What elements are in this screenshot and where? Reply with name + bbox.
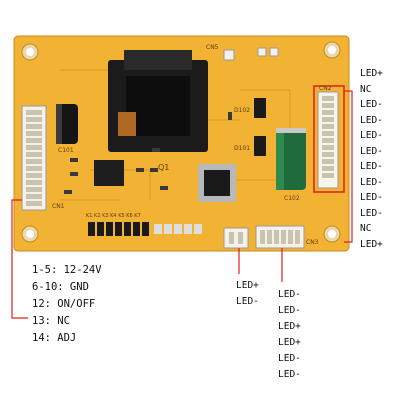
jumper-block-k1-k7 xyxy=(86,218,202,240)
mounting-holes xyxy=(21,41,341,243)
pin-label: LED+ xyxy=(278,337,301,348)
pin-label: LED- xyxy=(360,130,383,141)
pinout-line: 14: ADJ xyxy=(32,332,77,344)
label-c102: C102 xyxy=(284,195,300,202)
diode-d102 xyxy=(254,98,266,118)
label-d102: D102 xyxy=(234,107,250,114)
pin-label: LED- xyxy=(360,207,383,219)
input-connector-cn1 xyxy=(21,105,47,211)
pin-label: LED+ xyxy=(278,321,301,332)
capacitor-c102 xyxy=(276,128,306,190)
led-connector-cn2 xyxy=(317,91,339,189)
connector-2pin xyxy=(223,227,249,249)
transformer xyxy=(108,50,208,152)
pinout-line: 1-5: 12-24V xyxy=(32,264,102,276)
pin-label: LED- xyxy=(278,289,301,300)
controller-ic xyxy=(94,160,124,186)
two-pin-labels: LED+ LED- xyxy=(236,278,276,310)
label-cn3: CN3 xyxy=(306,239,319,246)
label-c101: C101 xyxy=(58,147,74,154)
label-cn1: CN1 xyxy=(52,203,65,210)
pin-label: LED+ xyxy=(236,280,259,291)
label-jumpers: K1 K2 K3 K4 K5 K6 K7 xyxy=(86,213,141,219)
pin-label: NC xyxy=(360,83,372,95)
pin-label: LED- xyxy=(360,114,383,126)
smd-components xyxy=(64,112,232,194)
pin-label: LED- xyxy=(360,161,383,172)
connector-cn3 xyxy=(255,225,305,249)
pin-label: LED- xyxy=(360,99,383,110)
input-pinout-legend: 1-5: 12-24V 6-10: GND 12: ON/OFF 13: NC … xyxy=(32,262,232,347)
pinout-line: 12: ON/OFF xyxy=(32,298,96,310)
transistor-q1 xyxy=(198,164,236,202)
label-d101: D101 xyxy=(234,145,250,152)
silkscreen-labels: CN5 CN1 CN2 CN3 D102 D101 Q1 C101 C102 K… xyxy=(52,44,332,246)
diode-d101 xyxy=(254,136,266,156)
pin-label: LED+ xyxy=(360,68,383,79)
pin-label: LED+ xyxy=(360,238,383,250)
cn3-pin-labels: LED- LED- LED+ LED+ LED- LED- xyxy=(278,287,318,383)
connector-cn5 xyxy=(223,47,279,61)
callout-lines xyxy=(11,199,283,319)
pinout-line: 13: NC xyxy=(32,315,70,327)
pin-label: LED- xyxy=(360,176,383,188)
pin-label: LED- xyxy=(278,369,301,380)
label-cn2: CN2 xyxy=(319,85,332,92)
pin-label: NC xyxy=(360,223,372,234)
pin-label: LED- xyxy=(360,145,383,157)
pin-label: LED- xyxy=(278,353,301,364)
label-q1: Q1 xyxy=(158,163,169,172)
cn2-leader-line xyxy=(344,90,353,243)
label-cn5: CN5 xyxy=(206,44,219,51)
pin-label: LED- xyxy=(278,305,301,316)
cn2-pin-labels: LED+ NC LED- LED- LED- LED- LED- LED- LE… xyxy=(360,66,400,252)
pin-label: LED- xyxy=(236,296,259,307)
pin-label: LED- xyxy=(360,192,383,203)
pinout-line: 6-10: GND xyxy=(32,281,89,293)
cn2-highlight-box xyxy=(313,85,345,193)
